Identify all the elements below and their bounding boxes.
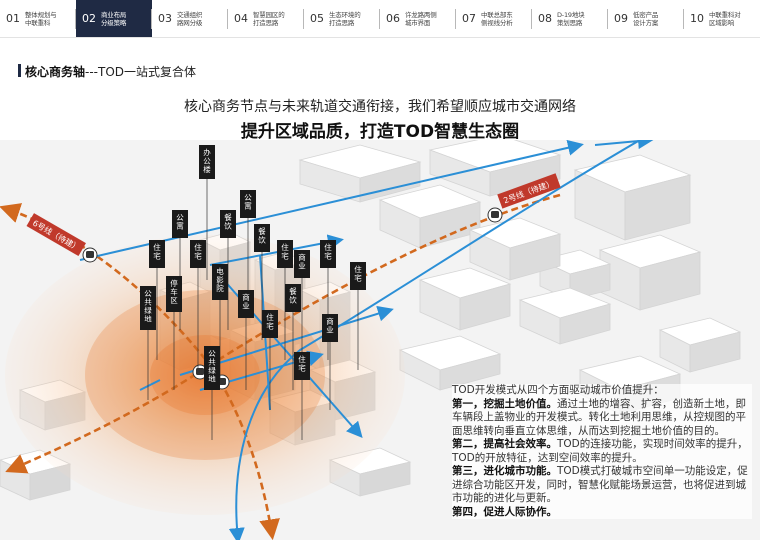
svg-text:办公楼: 办公楼 <box>203 147 211 174</box>
point-3-body: TOD模式打破城市空间单一功能设定，促进综合功能区开发，同时，智慧化赋能场景运营… <box>452 465 748 504</box>
nav-num: 07 <box>462 12 476 25</box>
svg-text:电影院: 电影院 <box>216 266 224 293</box>
nav-item-05[interactable]: 05 生态环境的 打造思路 <box>304 0 380 37</box>
section-title-sub: ---TOD一站式复合体 <box>85 65 197 79</box>
svg-text:公共绿地: 公共绿地 <box>144 289 152 324</box>
nav-item-09[interactable]: 09 低密产品 设计方案 <box>608 0 684 37</box>
nav-label: D-19地块 策划思路 <box>557 10 585 27</box>
map-canvas: 6号线（待建） 2号线（待建） 办公楼 公寓 公寓 餐饮 餐饮 住宅 住宅 住 <box>0 140 760 540</box>
nav-label: 智慧园区的 打造思路 <box>253 10 285 27</box>
point-1-body: 通过土地的增容、扩容，创造新土地，即车辆段上盖物业的开发模式。转化土地利用思维，… <box>452 397 746 437</box>
point-2-body: TOD的连接功能，实现时间效率的提升，TOD的开放特征，达到空间效率的提升。 <box>452 438 748 464</box>
train-icon[interactable] <box>487 207 503 223</box>
road-arrow-northeast <box>594 140 654 150</box>
label-tag[interactable]: 公寓 <box>172 210 188 330</box>
nav-item-10[interactable]: 10 中联重科对 区域影响 <box>684 0 760 37</box>
panel-point-4: 第四，促进人际协作。 <box>452 506 752 520</box>
nav-label: 中联重科对 区域影响 <box>709 10 741 27</box>
panel-point-2: 第二，提高社会效率。TOD的连接功能，实现时间效率的提升，TOD的开放特征，达到… <box>452 438 752 465</box>
label-tag[interactable]: 餐饮 <box>285 284 301 390</box>
nav-label: 交通组织 路网分级 <box>177 10 203 27</box>
nav-label: 中联总部东 侧视线分析 <box>481 10 513 27</box>
section-marker <box>18 64 21 77</box>
nav-label: 商业布局 分级策略 <box>101 10 127 27</box>
nav-num: 03 <box>158 12 172 25</box>
svg-text:停车区: 停车区 <box>170 278 178 305</box>
label-tag[interactable]: 住宅 <box>149 240 165 360</box>
svg-text:商业: 商业 <box>298 252 306 271</box>
svg-text:住宅: 住宅 <box>298 354 306 373</box>
function-labels: 办公楼 公寓 公寓 餐饮 餐饮 住宅 住宅 住宅 住宅 商业 住宅 电影院 停车… <box>140 145 366 440</box>
nav-item-08[interactable]: 08 D-19地块 策划思路 <box>532 0 608 37</box>
label-tag[interactable]: 停车区 <box>166 276 182 390</box>
tod-description-panel: TOD开发模式从四个方面驱动城市价值提升： 第一，挖掘土地价值。通过土地的增容、… <box>452 384 752 519</box>
section-title-main: 核心商务轴 <box>25 65 86 79</box>
nav-label: 许龙路两侧 城市界面 <box>405 10 437 27</box>
svg-text:住宅: 住宅 <box>354 264 362 283</box>
svg-text:住宅: 住宅 <box>153 242 161 261</box>
nav-num: 08 <box>538 12 552 25</box>
label-tag[interactable]: 住宅 <box>190 240 206 370</box>
point-2-title: 第二，提高社会效率。 <box>452 438 557 450</box>
nav-num: 01 <box>6 12 20 25</box>
nav-item-01[interactable]: 01 整体规划与 中联重科 <box>0 0 76 37</box>
road-arrow-inner-north <box>209 234 344 266</box>
svg-text:住宅: 住宅 <box>194 242 202 261</box>
train-icon[interactable] <box>82 247 98 263</box>
metro-line-6-start-arrow <box>0 203 23 223</box>
headline: 核心商务节点与未来轨道交通衔接，我们希望顺应城市交通网络 <box>184 99 576 115</box>
nav-label: 低密产品 设计方案 <box>633 10 659 27</box>
nav-label: 整体规划与 中联重科 <box>25 10 57 27</box>
nav-item-06[interactable]: 06 许龙路两侧 城市界面 <box>380 0 456 37</box>
nav-item-04[interactable]: 04 智慧园区的 打造思路 <box>228 0 304 37</box>
label-tag[interactable]: 住宅 <box>294 352 310 440</box>
nav-label: 生态环境的 打造思路 <box>329 10 361 27</box>
point-4-title: 第四，促进人际协作。 <box>452 505 557 518</box>
metro-line-2-path <box>5 193 561 474</box>
label-tag[interactable]: 住宅 <box>262 310 278 410</box>
label-tag[interactable]: 商业 <box>322 314 338 410</box>
svg-text:商业: 商业 <box>326 316 334 335</box>
panel-point-3: 第三，进化城市功能。TOD模式打破城市空间单一功能设定，促进综合功能区开发，同时… <box>452 465 752 506</box>
label-tag[interactable]: 办公楼 <box>199 145 215 280</box>
nav-item-03[interactable]: 03 交通组织 路网分级 <box>152 0 228 37</box>
top-navigation: 01 整体规划与 中联重科 02 商业布局 分级策略 03 交通组织 路网分级 04 智… <box>0 0 760 38</box>
label-tag[interactable]: 住宅 <box>277 240 293 360</box>
panel-intro: TOD开发模式从四个方面驱动城市价值提升： <box>452 384 664 396</box>
svg-text:住宅: 住宅 <box>324 242 332 261</box>
svg-text:住宅: 住宅 <box>266 312 274 331</box>
svg-text:住宅: 住宅 <box>281 242 289 261</box>
nav-num: 04 <box>234 12 248 25</box>
nav-item-02[interactable]: 02 商业布局 分级策略 <box>76 0 152 37</box>
point-3-title: 第三，进化城市功能。 <box>452 465 557 477</box>
road-link-west <box>139 379 161 391</box>
point-1-title: 第一，挖掘土地价值。 <box>452 397 557 410</box>
section-title: 核心商务轴---TOD一站式复合体 <box>25 63 196 80</box>
panel-point-1: 第一，挖掘土地价值。通过土地的增容、扩容，创造新土地，即车辆段上盖物业的开发模式… <box>452 398 752 439</box>
label-tag[interactable]: 公共绿地 <box>140 286 156 400</box>
svg-text:公共绿地: 公共绿地 <box>208 349 216 384</box>
svg-text:餐饮: 餐饮 <box>289 287 297 305</box>
nav-num: 10 <box>690 12 704 25</box>
nav-num: 02 <box>82 12 96 25</box>
label-tag[interactable]: 商业 <box>238 290 254 390</box>
nav-num: 06 <box>386 12 400 25</box>
label-tag[interactable]: 电影院 <box>212 264 228 380</box>
label-tag[interactable]: 餐饮 <box>254 224 270 340</box>
svg-text:商业: 商业 <box>242 292 250 311</box>
svg-text:公寓: 公寓 <box>244 193 252 211</box>
svg-text:餐饮: 餐饮 <box>258 227 266 245</box>
svg-text:餐饮: 餐饮 <box>224 213 232 231</box>
label-tag[interactable]: 公共绿地 <box>204 346 220 440</box>
tod-aerial-map: 6号线（待建） 2号线（待建） 办公楼 公寓 公寓 餐饮 餐饮 住宅 住宅 住 <box>0 140 760 540</box>
svg-text:公寓: 公寓 <box>176 213 184 231</box>
nav-num: 05 <box>310 12 324 25</box>
subheadline: 提升区域品质，打造TOD智慧生态圈 <box>240 122 520 142</box>
nav-num: 09 <box>614 12 628 25</box>
label-tag[interactable]: 住宅 <box>350 262 366 370</box>
nav-item-07[interactable]: 07 中联总部东 侧视线分析 <box>456 0 532 37</box>
